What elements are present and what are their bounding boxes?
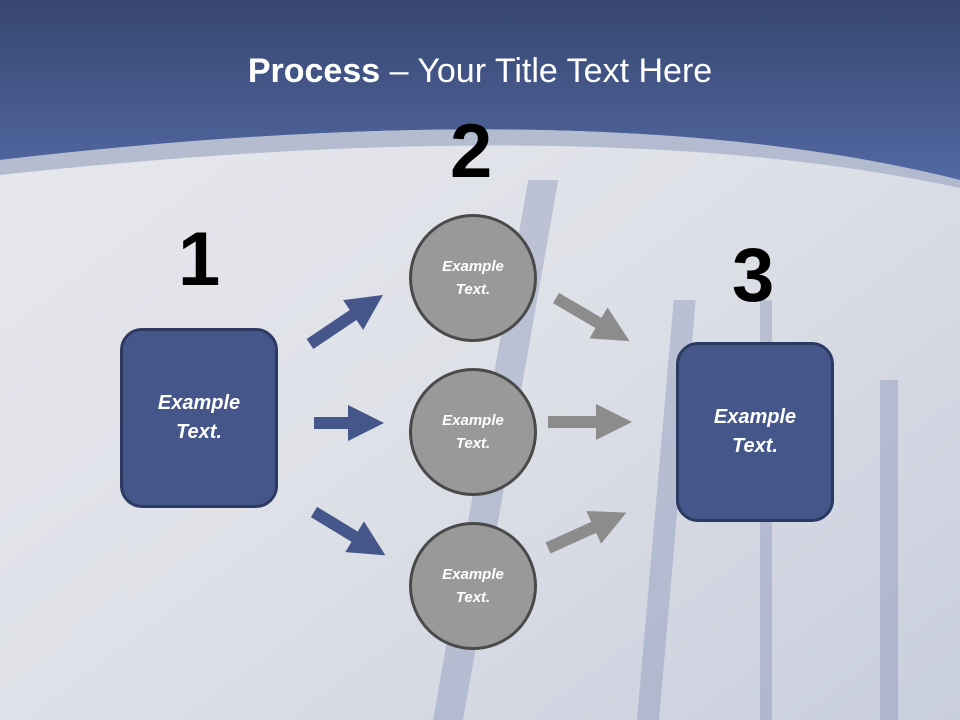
step-number-3: 3 [732,233,775,318]
step-number-2: 2 [450,109,493,194]
arrow-from-circle-1 [552,292,630,342]
circle-1-line2: Text. [455,281,491,298]
step-number-1: 1 [178,217,221,302]
box-3-line2: Text. [732,435,778,457]
box-3-line1: Example [713,406,797,428]
title-bold: Process [247,52,381,90]
arrow-to-circle-1 [306,294,383,349]
circle-3-line2: Text. [455,589,491,606]
box-1-line1: Example [157,392,241,414]
circle-1-line1: Example [442,258,504,275]
circle-2-line1: Example [442,412,504,429]
arrow-from-circle-3 [545,511,627,554]
slide-title: Process – Your Title Text Here [0,52,960,91]
circle-3-line1: Example [442,566,504,583]
arrow-to-circle-3 [310,506,386,556]
circle-2-line2: Text. [455,435,491,452]
title-rest: – Your Title Text Here [380,52,713,90]
box-1-line2: Text. [176,421,222,443]
